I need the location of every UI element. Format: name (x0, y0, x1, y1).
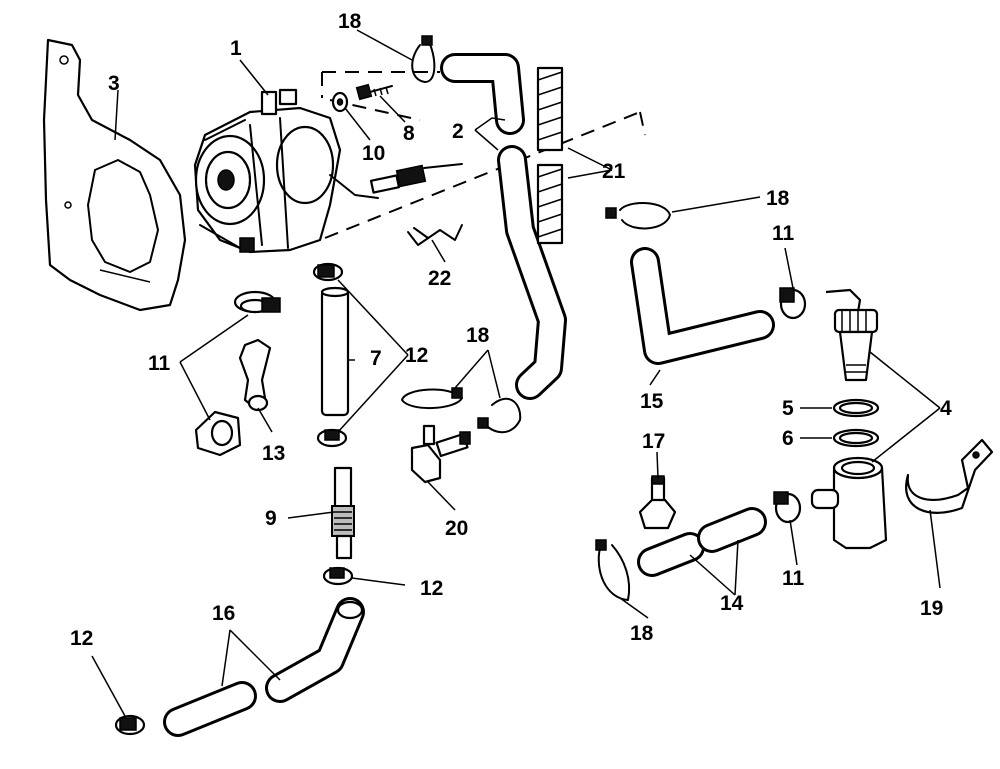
hose-clamp (322, 566, 354, 586)
hose-clamp (312, 262, 344, 282)
fuel-hose-elbow (440, 53, 525, 135)
callout-20: 20 (445, 517, 468, 540)
callout-8: 8 (403, 122, 415, 145)
callout-19: 19 (920, 597, 943, 620)
hose-connector (331, 466, 355, 560)
callout-22: 22 (428, 267, 451, 290)
callout-labels: 1 2 3 4 5 6 7 8 9 10 11 11 11 12 12 12 1… (70, 10, 952, 650)
fuel-hose-short (697, 507, 767, 553)
callout-18-upper-right: 18 (766, 187, 790, 210)
callout-10: 10 (362, 142, 385, 165)
screw (355, 83, 393, 101)
callout-18-middle: 18 (466, 324, 490, 347)
primer-hose-lower (536, 163, 564, 245)
primer-hose-upper (536, 66, 564, 152)
callout-11-lower-right: 11 (782, 567, 805, 590)
washer (331, 91, 349, 113)
callout-16: 16 (212, 602, 235, 625)
mounting-plate (42, 38, 187, 312)
callout-13: 13 (262, 442, 285, 465)
o-ring (832, 398, 880, 418)
fuel-filter-top (825, 288, 879, 382)
filter-bowl (810, 456, 888, 550)
callout-11-left: 11 (148, 352, 171, 375)
callout-18-bottom: 18 (630, 622, 654, 645)
callout-2: 2 (452, 120, 464, 143)
fuel-pump (193, 88, 379, 254)
callout-21: 21 (602, 160, 626, 183)
callout-15: 15 (640, 390, 664, 413)
fuel-hose-short (637, 532, 705, 577)
callout-9: 9 (265, 507, 277, 530)
assembly-dashed-lines (321, 71, 646, 239)
filter-bracket (905, 438, 994, 514)
fuel-hose-lower-straight (163, 681, 257, 737)
callout-5: 5 (782, 397, 794, 420)
callout-3: 3 (108, 72, 120, 95)
leader-lines (91, 29, 941, 717)
callout-11-upper-right: 11 (772, 222, 795, 245)
callout-12-lower: 12 (420, 577, 443, 600)
hose-clamp (773, 491, 802, 524)
spring-clip (407, 224, 463, 246)
seal-ring (832, 428, 880, 448)
callout-7: 7 (370, 347, 382, 370)
callout-18-top: 18 (338, 10, 362, 33)
callout-4: 4 (940, 397, 952, 420)
hose-clamp (114, 714, 146, 736)
fuel-hose-long (497, 145, 567, 400)
hose-clamp (401, 387, 463, 410)
fuel-hose-straight (320, 286, 350, 417)
fuel-fitting-sensor (369, 163, 463, 194)
hose-retainer (638, 475, 677, 530)
hose-clamp (477, 397, 522, 433)
callout-6: 6 (782, 427, 794, 450)
hose-clamp (194, 410, 242, 457)
callout-12-middle: 12 (405, 344, 428, 367)
elbow-fitting (410, 424, 471, 484)
hose-clamp (779, 287, 807, 320)
fuel-hose-right-elbow (630, 247, 775, 365)
hose-clamp (411, 35, 436, 83)
callout-14: 14 (720, 592, 744, 615)
hose-clamp (595, 539, 631, 601)
callout-17: 17 (642, 430, 665, 453)
callout-12-bottom-left: 12 (70, 627, 93, 650)
hose-clamp (605, 202, 671, 230)
fuel-hose-lower-elbow (265, 597, 365, 703)
hose-clamp (233, 290, 281, 314)
callout-1: 1 (230, 37, 242, 60)
hose-bracket (238, 338, 272, 412)
hose-clamp (316, 428, 348, 448)
